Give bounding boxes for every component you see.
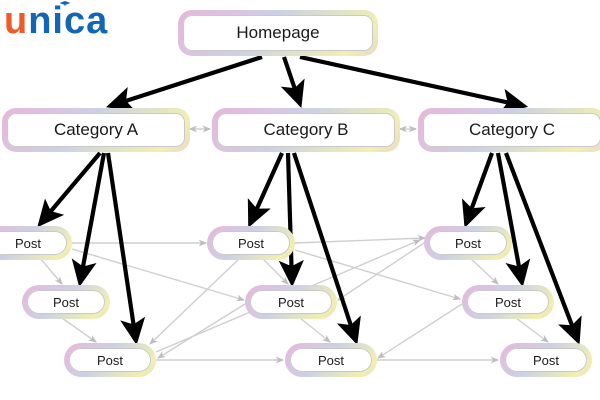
node-category-a-label: Category A bbox=[7, 113, 185, 147]
node-category-b-label: Category B bbox=[217, 113, 395, 147]
logo-rest-text: nica bbox=[28, 0, 109, 42]
node-post-b2[interactable]: Post bbox=[245, 285, 337, 319]
node-post-b1[interactable]: Post bbox=[207, 226, 295, 260]
node-category-c-label: Category C bbox=[423, 113, 600, 147]
node-post-a3[interactable]: Post bbox=[64, 343, 156, 377]
node-post-a1[interactable]: Post bbox=[0, 226, 72, 260]
logo-letters-nica: nica bbox=[28, 0, 109, 42]
node-post-a2[interactable]: Post bbox=[22, 285, 110, 319]
node-post-a2-label: Post bbox=[27, 290, 105, 314]
node-category-a[interactable]: Category A bbox=[2, 108, 190, 152]
node-post-a3-label: Post bbox=[69, 348, 151, 372]
node-homepage-label: Homepage bbox=[183, 15, 373, 51]
node-post-b3[interactable]: Post bbox=[285, 343, 377, 377]
node-category-c[interactable]: Category C bbox=[418, 108, 600, 152]
node-post-c1-label: Post bbox=[429, 231, 507, 255]
node-post-b3-label: Post bbox=[290, 348, 372, 372]
unica-logo: unica bbox=[4, 0, 109, 42]
node-post-c3[interactable]: Post bbox=[500, 343, 592, 377]
node-post-c1[interactable]: Post bbox=[424, 226, 512, 260]
node-post-c2[interactable]: Post bbox=[462, 285, 554, 319]
node-post-c3-label: Post bbox=[505, 348, 587, 372]
node-category-b[interactable]: Category B bbox=[212, 108, 400, 152]
node-post-c2-label: Post bbox=[467, 290, 549, 314]
node-post-b1-label: Post bbox=[212, 231, 290, 255]
graduation-cap-icon bbox=[59, 1, 71, 6]
node-post-b2-label: Post bbox=[250, 290, 332, 314]
node-homepage[interactable]: Homepage bbox=[178, 10, 378, 56]
logo-letter-u: u bbox=[4, 0, 29, 42]
node-post-a1-label: Post bbox=[0, 231, 67, 255]
